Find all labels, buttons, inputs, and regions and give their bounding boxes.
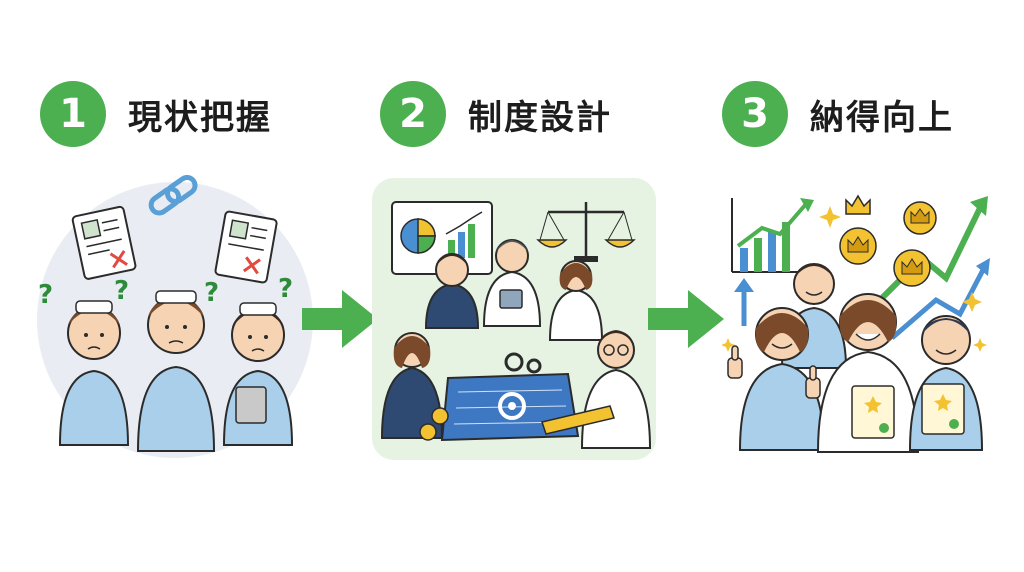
question-mark-icon: ?: [278, 274, 293, 304]
arrow-1-to-2: [302, 290, 378, 348]
step-2-number-badge: 2: [380, 81, 446, 147]
question-mark-icon: ?: [38, 280, 53, 310]
growth-arrow-icon: [869, 196, 990, 340]
crown-coin-icon: [839, 227, 877, 265]
person-doctor-glasses: [580, 330, 652, 449]
document-icon: [71, 205, 137, 280]
coin-icon: [419, 407, 449, 441]
growth-arrow-icon: [731, 198, 814, 273]
step-2-header: 2 制度設計: [380, 80, 612, 148]
step-3-number-badge: 3: [722, 81, 788, 147]
question-mark-icon: ?: [114, 276, 129, 306]
bar-chart-icon: [445, 211, 483, 258]
person-woman-doctor: [548, 260, 604, 341]
smiling-nurse-icon: [908, 315, 984, 451]
step-1-number-badge: 1: [40, 81, 106, 147]
step-1-header: 1 現状把握: [40, 80, 272, 148]
certificate-icon: [921, 383, 965, 435]
chart-board: [391, 201, 493, 275]
gear-icon: [504, 352, 542, 374]
up-arrow-icon: [734, 278, 754, 326]
document-icon: [214, 210, 278, 284]
person-doctor: [482, 239, 542, 327]
question-mark-icon: ?: [204, 278, 219, 308]
arrow-2-to-3: [648, 290, 724, 348]
step-2-title: 制度設計: [468, 97, 612, 138]
chain-link-icon: [148, 175, 198, 216]
certificate-icon: [851, 385, 895, 439]
step-3-illustration: [722, 194, 990, 453]
gear-icon: [498, 392, 526, 420]
nurse-icon: [222, 302, 294, 446]
thumbs-up-icon: [805, 365, 821, 399]
ruler-icon: [541, 405, 615, 435]
thumbs-up-icon: [727, 345, 743, 379]
pie-chart-icon: [400, 218, 436, 254]
step-3-title: 納得向上: [810, 97, 954, 138]
step-2-illustration: [372, 178, 656, 460]
step-3-header: 3 納得向上: [722, 80, 954, 148]
crown-coin-icon: [903, 201, 937, 235]
step-1-title: 現状把握: [128, 97, 272, 138]
crown-coin-icon: [893, 249, 931, 287]
smiling-nurse-icon: [727, 307, 826, 451]
crown-icon: [845, 194, 871, 215]
nurse-icon: [136, 290, 216, 452]
red-x-icon: [109, 250, 128, 269]
smiling-nurse-icon: [805, 293, 920, 453]
balance-scale-icon: [536, 202, 636, 262]
step-1-illustration: ? ? ? ?: [37, 175, 313, 458]
nurse-icon: [58, 300, 130, 446]
person-woman: [380, 332, 444, 439]
sparkle-icon: [722, 206, 987, 352]
person-businessman: [424, 253, 480, 329]
red-x-icon: [242, 256, 261, 275]
